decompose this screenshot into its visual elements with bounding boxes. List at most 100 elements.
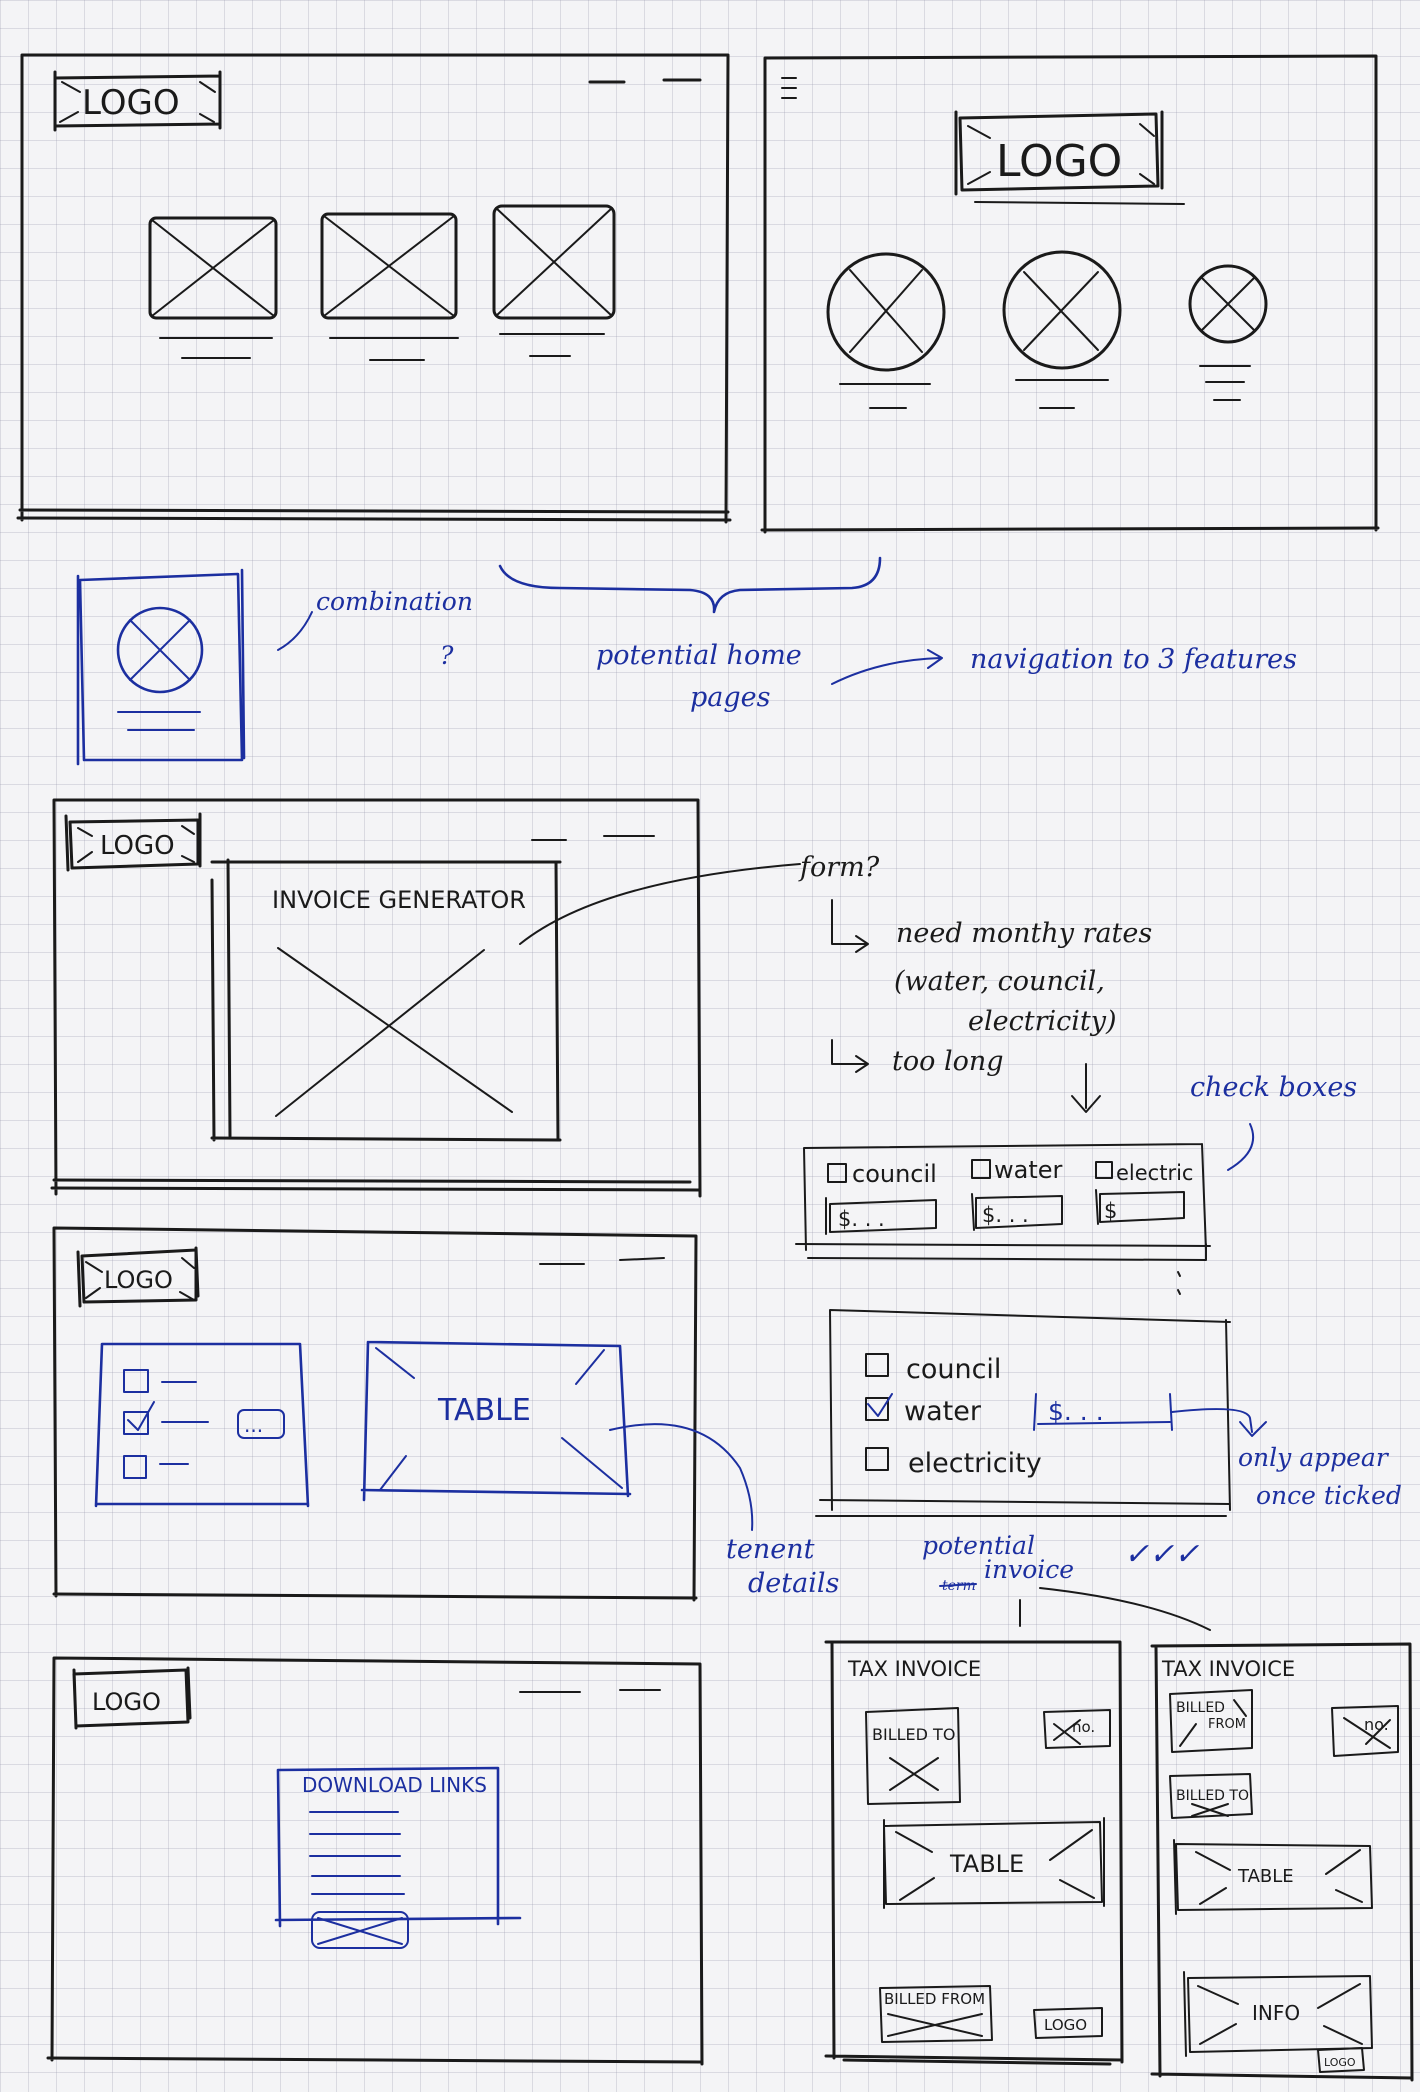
logo-label: LOGO xyxy=(104,1266,173,1294)
logo-label: LOGO xyxy=(996,136,1122,187)
potential-label: potential xyxy=(922,1531,1035,1560)
billed-from-box: BILLED FROM xyxy=(1169,1689,1253,1753)
logo-box-centered: LOGO xyxy=(954,110,1185,205)
table-box: TABLE xyxy=(1173,1839,1373,1915)
logo-label: LOGO xyxy=(82,83,180,123)
nav-links xyxy=(539,1257,665,1265)
logo-label: LOGO xyxy=(92,1688,161,1716)
combination-sketch xyxy=(76,568,246,766)
image-placeholder-3 xyxy=(492,204,616,357)
download-links-title: DOWNLOAD LINKS xyxy=(302,1773,487,1797)
invoice-generator-title: INVOICE GENERATOR xyxy=(272,886,526,914)
table-label: TABLE xyxy=(1237,1866,1294,1887)
only-appear-note: only appear xyxy=(1238,1443,1390,1472)
logo-label: LOGO xyxy=(1044,2016,1087,2034)
billed-to-label: BILLED TO xyxy=(872,1725,955,1744)
invoice-number-label: no. xyxy=(1364,1715,1389,1734)
menu-icon xyxy=(781,77,797,99)
leader-line xyxy=(519,863,801,945)
billed-to-box: BILLED TO xyxy=(1169,1773,1253,1819)
logo-box-small: LOGO xyxy=(1317,2047,1365,2073)
nav-links xyxy=(531,835,655,841)
water-checkbox-label: water xyxy=(904,1396,982,1427)
check-boxes-note: check boxes xyxy=(1190,1072,1357,1103)
checkbox-list-panel: ... xyxy=(94,1342,310,1508)
image-placeholder-2 xyxy=(320,212,459,361)
info-label: INFO xyxy=(1252,2001,1300,2025)
logo-box-small: LOGO xyxy=(1033,2007,1103,2039)
logo-label: LOGO xyxy=(100,831,175,861)
billed-from-box: BILLED FROM xyxy=(879,1985,993,2043)
tax-invoice-title: TAX INVOICE xyxy=(847,1657,981,1681)
note-monthly-rates: need monthy rates xyxy=(896,918,1152,949)
billed-to-label: BILLED TO xyxy=(1176,1788,1249,1804)
tenant-details-note: tenent xyxy=(726,1534,815,1565)
logo-box: LOGO xyxy=(76,1246,200,1308)
council-amount-input: $. . . xyxy=(838,1207,885,1231)
water-checkbox-label: water xyxy=(994,1156,1063,1184)
invoice-number-box: no. xyxy=(1331,1705,1399,1757)
council-checkbox-label: council xyxy=(852,1160,937,1188)
form-question: form? xyxy=(798,852,880,883)
electric-checkbox-label: electric xyxy=(1116,1161,1193,1185)
billed-from-label: BILLED FROM xyxy=(884,1990,985,2008)
tax-invoice-b: TAX INVOICE BILLED FROM no. BILLED TO TA… xyxy=(1150,1642,1414,2082)
navigation-note: navigation to 3 features xyxy=(970,644,1297,675)
invoice-form-panel: INVOICE GENERATOR xyxy=(210,858,562,1142)
home-page-2: LOGO xyxy=(760,54,1380,534)
tax-invoice-title: TAX INVOICE xyxy=(1161,1657,1295,1681)
circle-placeholder-3 xyxy=(1188,264,1268,401)
home-annotations: combination ? potential home pages navig… xyxy=(76,556,1297,766)
menu-icon-glyph: ≡ xyxy=(776,103,777,105)
tax-invoice-a: TAX INVOICE BILLED TO no. TABLE BILLED F… xyxy=(824,1640,1124,2066)
note-rates-list: (water, council, xyxy=(894,966,1105,997)
download-links-panel: DOWNLOAD LINKS xyxy=(274,1766,522,1949)
download-page: LOGO DOWNLOAD LINKS xyxy=(46,1656,704,2066)
potential-invoice-note: ✓✓✓ potential term invoice xyxy=(922,1531,1211,1631)
billed-to-box: BILLED TO xyxy=(865,1707,961,1805)
table-label: TABLE xyxy=(949,1850,1024,1878)
logo-label: LOGO xyxy=(1324,2056,1356,2069)
from-label: FROM xyxy=(1208,1717,1246,1732)
billed-label: BILLED xyxy=(1176,1700,1225,1716)
water-amount-input: $. . . xyxy=(1048,1397,1104,1426)
info-box: INFO xyxy=(1183,1971,1373,2057)
circle-placeholder-1 xyxy=(826,252,946,409)
note-too-long: too long xyxy=(892,1046,1004,1077)
invoice-number-label: no. xyxy=(1072,1718,1095,1736)
table-placeholder: TABLE xyxy=(360,1340,632,1502)
tenant-table-page: LOGO ... TABLE tenent details xyxy=(52,1226,839,1602)
circle-placeholder-2 xyxy=(1002,250,1122,409)
electricity-checkbox-label: electricity xyxy=(908,1448,1042,1479)
home-page-1: LOGO xyxy=(16,53,732,524)
once-ticked-note: once ticked xyxy=(1256,1481,1402,1510)
table-box: TABLE xyxy=(883,1817,1105,1909)
electric-amount-input: $ xyxy=(1104,1199,1117,1223)
combination-question: ? xyxy=(440,641,454,670)
potential-home-pages-note: potential home xyxy=(596,640,802,671)
image-placeholder-1 xyxy=(148,216,278,359)
potential-home-pages-note-2: pages xyxy=(690,682,771,713)
council-checkbox-label: council xyxy=(906,1354,1001,1385)
download-button xyxy=(311,1911,409,1949)
nav-links xyxy=(519,1689,661,1693)
more-button-label: ... xyxy=(244,1413,263,1437)
leader-line xyxy=(609,1423,754,1531)
logo-box: LOGO xyxy=(72,1666,192,1730)
checkbox-list-sketch: council water electricity $. . . only ap… xyxy=(815,1309,1402,1517)
table-label: TABLE xyxy=(437,1393,531,1428)
invoice-label: invoice xyxy=(984,1555,1074,1584)
nav-links xyxy=(588,78,702,84)
logo-box: LOGO xyxy=(53,70,222,132)
invoice-number-box: no. xyxy=(1043,1709,1111,1749)
checkbox-row-sketch: council water electric $. . . $. . . $ xyxy=(795,1143,1211,1295)
logo-box: LOGO xyxy=(64,812,202,872)
tenant-details-note-2: details xyxy=(748,1568,839,1599)
water-amount-input: $. . . xyxy=(982,1203,1029,1227)
combination-note: combination xyxy=(316,587,473,616)
form-notes: form? need monthy rates (water, council,… xyxy=(798,852,1357,1171)
ticks-mark: ✓✓✓ xyxy=(1124,1537,1199,1572)
note-rates-list-2: electricity) xyxy=(968,1006,1117,1037)
invoice-generator-page: LOGO INVOICE GENERATOR xyxy=(50,798,801,1198)
